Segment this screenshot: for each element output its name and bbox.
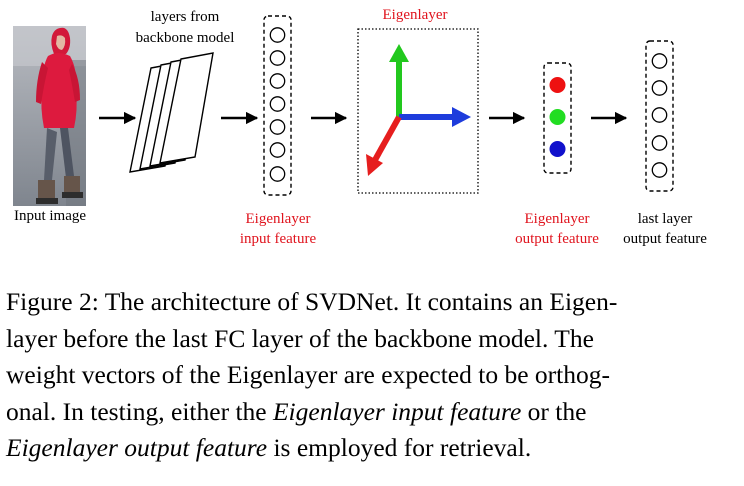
eigenlayer-input-feature-nodes	[263, 15, 292, 196]
caption-line-4: onal. In testing, either the Eigenlayer …	[6, 396, 587, 426]
eigenlayer-title: Eigenlayer	[382, 7, 448, 23]
caption-line-1: Figure 2: The architecture of SVDNet. It…	[6, 287, 618, 316]
caption-line-5: Eigenlayer output feature is employed fo…	[6, 433, 532, 462]
backbone-label-line1: layers from	[150, 9, 220, 25]
input-image	[13, 26, 86, 206]
eigenlayer-output-label-line1: Eigenlayer	[524, 211, 590, 227]
eigenlayer-input-label-line2: input feature	[239, 231, 317, 247]
last-layer-label-line2: output feature	[623, 231, 707, 247]
backbone-label-line2: backbone model	[135, 30, 235, 46]
caption-emphasis-output: Eigenlayer output feature	[6, 433, 268, 462]
last-layer-label-line1: last layer	[637, 211, 693, 227]
eigenlayer-output-label-line2: output feature	[515, 231, 599, 247]
last-layer-output-nodes	[645, 40, 674, 192]
architecture-diagram	[13, 15, 674, 206]
figure-caption: Figure 2: The architecture of SVDNet. It…	[6, 284, 722, 467]
caption-line-3: weight vectors of the Eigenlayer are exp…	[6, 360, 610, 389]
backbone-layers-icon	[129, 52, 214, 173]
caption-line-2: layer before the last FC layer of the ba…	[6, 323, 594, 353]
red-axis-arrow	[372, 115, 402, 162]
eigenlayer-input-label-line1: Eigenlayer	[245, 211, 311, 227]
caption-emphasis-input: Eigenlayer input feature	[272, 396, 522, 426]
eigenlayer-output-feature-nodes	[543, 62, 572, 174]
eigenlayer-box	[357, 28, 479, 194]
input-image-label: Input image	[13, 208, 87, 224]
